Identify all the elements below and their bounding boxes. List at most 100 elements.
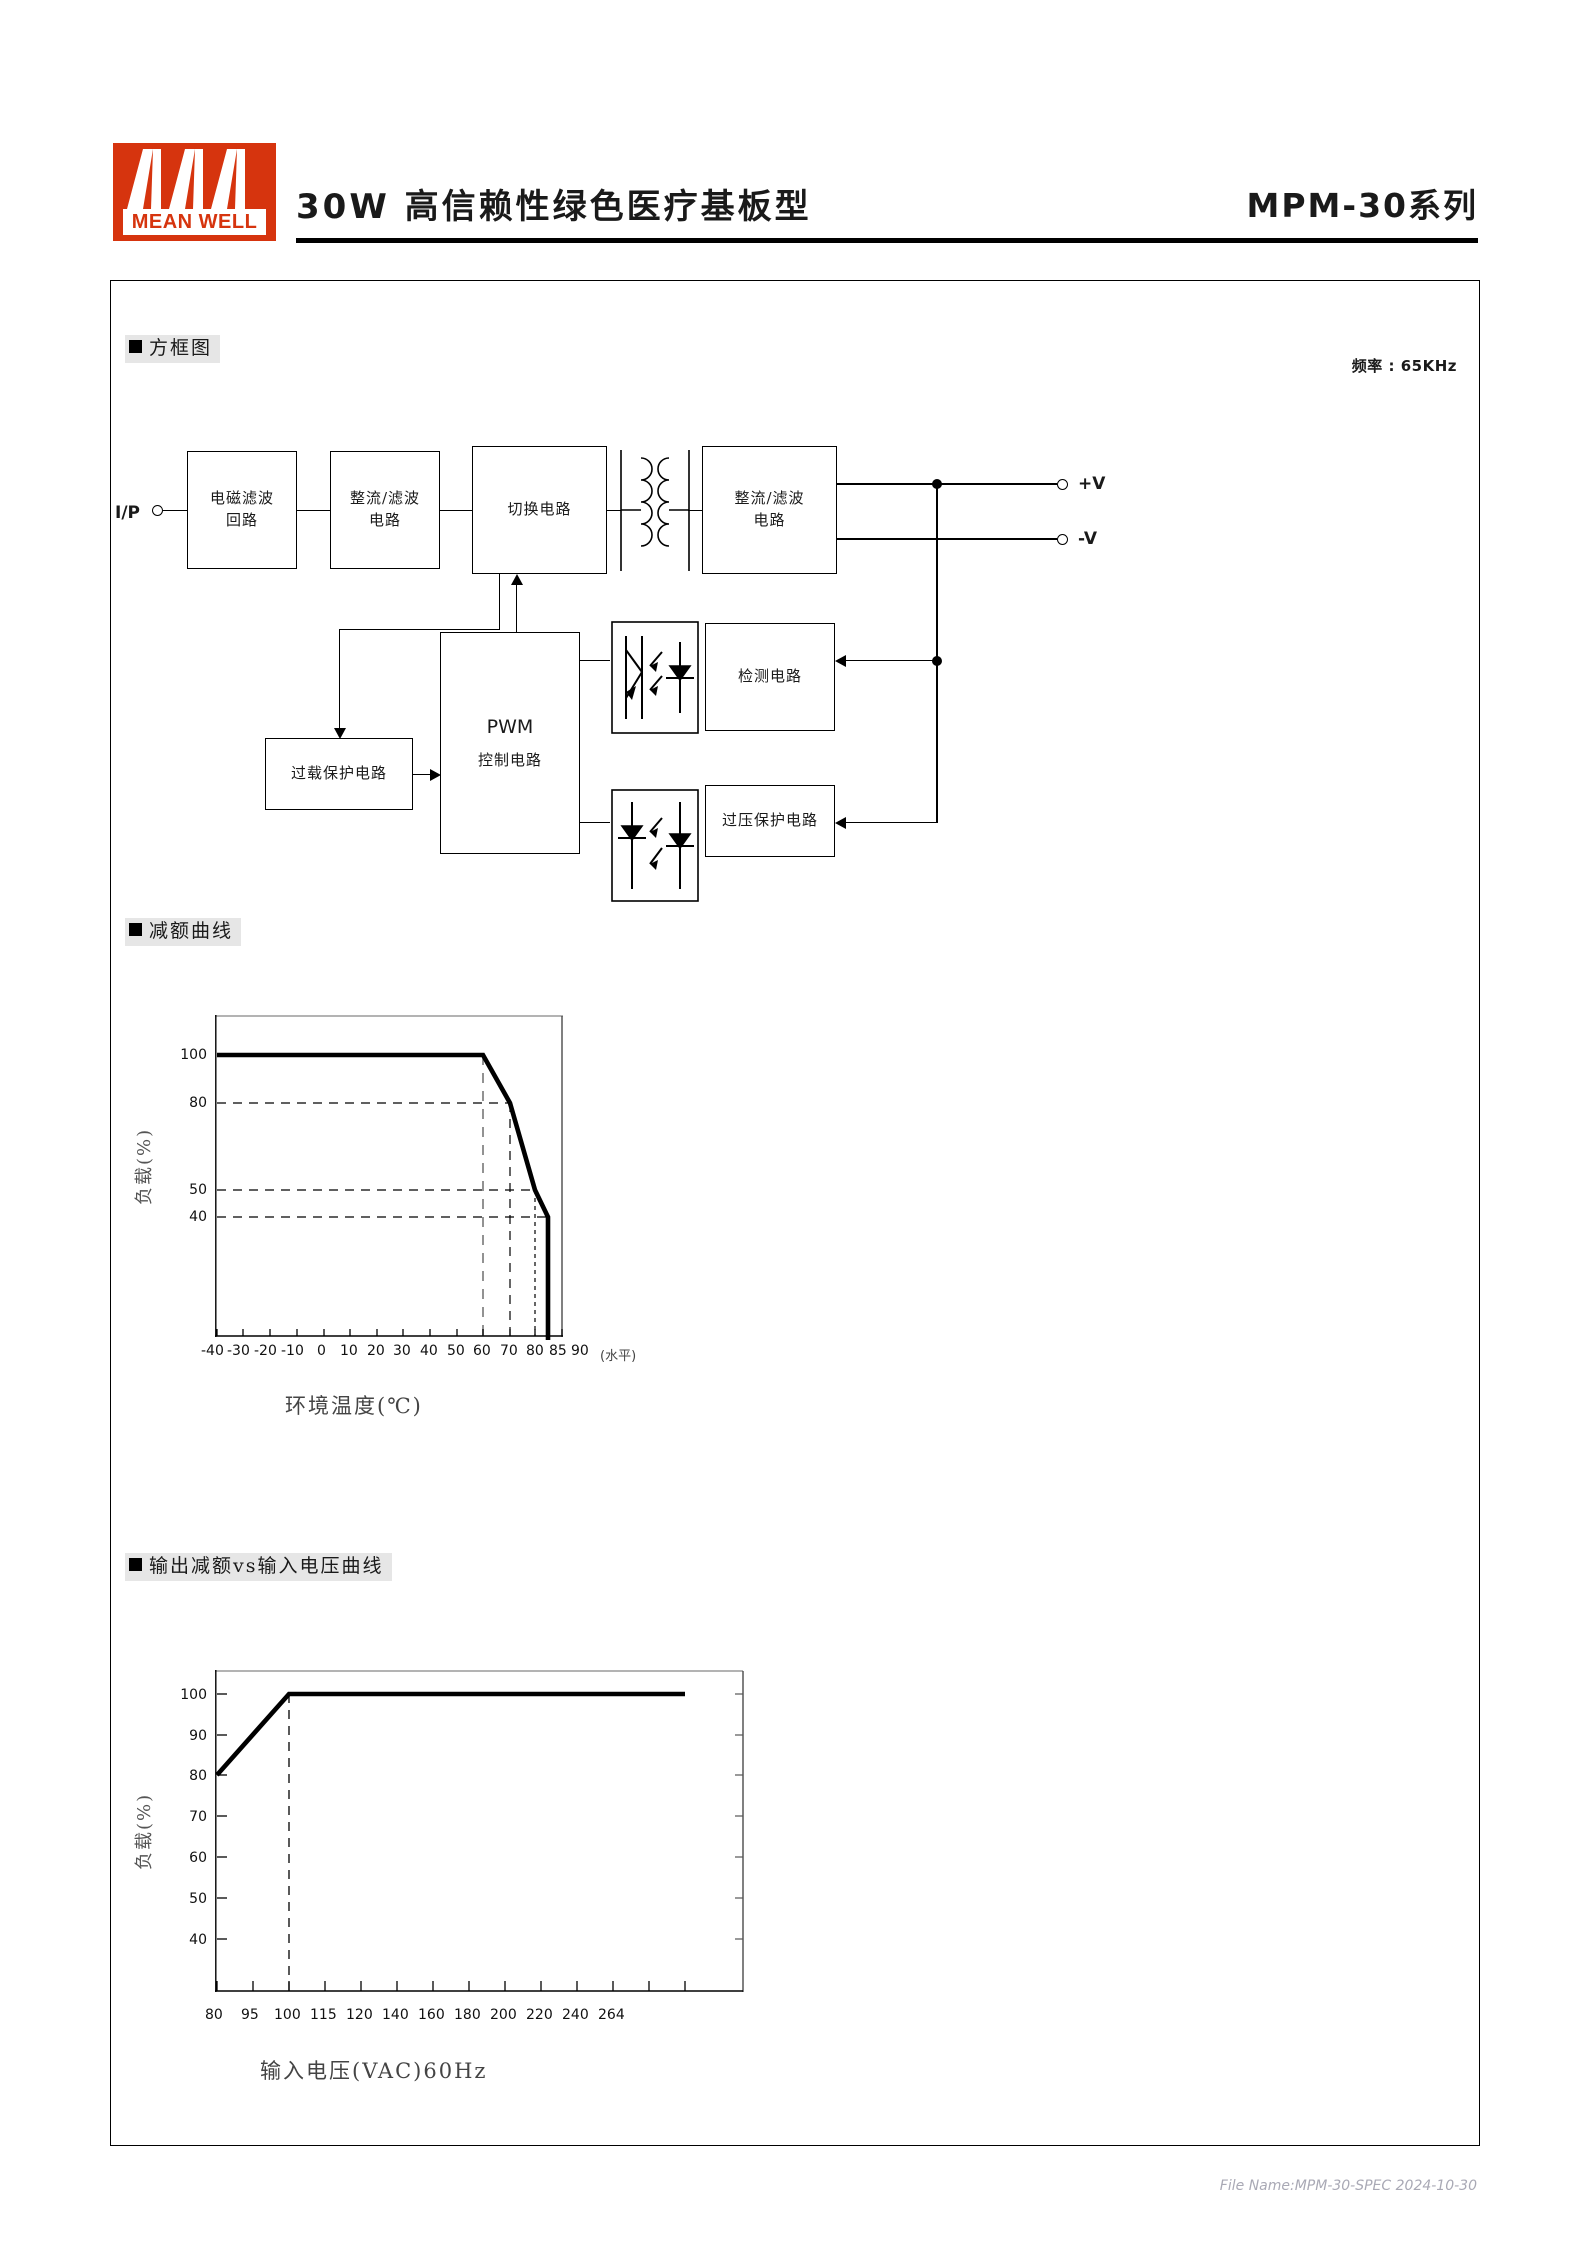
transformer-icon [620,450,690,571]
block-label-line2: 电路 [753,511,786,529]
wire-vout-to-detect [846,660,936,662]
wire-opto1-out-h [575,660,610,662]
x-axis-caption: 输入电压(VAC)60Hz [260,2059,488,2083]
x-tick-label: 264 [598,2007,625,2023]
block-ocp-circuit: 过载保护电路 [265,738,413,810]
x-tick-label: 20 [367,1343,385,1359]
output-label-positive: +V [1078,474,1106,494]
wire-negative-rail [837,538,1057,540]
wire-switch-sense-h [339,629,500,631]
y-tick-label: 100 [180,1687,207,1703]
x-tick-label: 95 [241,2007,259,2023]
block-emi-filter: 电磁滤波 回路 [187,451,297,569]
block-diagram: I/P 电磁滤波 回路 整流/滤波 电路 切换电路 整流/滤波 电路 +V [110,446,1478,902]
page-header: MEAN WELL 30W 高信赖性绿色医疗基板型 MPM-30系列 [113,143,1478,258]
block-switching-circuit: 切换电路 [472,446,607,574]
page-title: 30W 高信赖性绿色医疗基板型 [296,187,812,227]
x-tick-label: 50 [447,1343,465,1359]
wire-rect1-to-switch [440,510,472,512]
bullet-square-icon [129,1558,142,1571]
arrow-ocp-to-pwm [430,769,441,781]
y-tick-label: 80 [189,1095,207,1111]
x-tick-label: 40 [420,1343,438,1359]
block-pwm-control: PWM 控制电路 [440,632,580,854]
arrow-pwm-to-switch [511,574,523,585]
vin-derating-plot [215,1670,745,1992]
frequency-note: 频率 : 65KHz [1351,357,1457,375]
y-tick-label: 50 [189,1891,207,1907]
mw-monogram-icon [127,149,245,209]
section-heading-label: 方框图 [149,337,213,359]
wire-positive-rail [837,483,1057,485]
x-tick-label: 60 [473,1343,491,1359]
block-rectifier-filter-secondary: 整流/滤波 电路 [702,446,837,574]
y-tick-label: 50 [189,1182,207,1198]
axis-orientation-note: (水平) [600,1349,637,1364]
wire-switch-to-transformer [607,510,621,512]
block-label-line1: PWM [486,715,534,738]
content-frame-top [110,280,1480,1526]
input-label: I/P [115,503,140,523]
section-heading-derating-curve: 减额曲线 [125,918,242,946]
section-heading-block-diagram: 方框图 [125,335,221,363]
wire-ocp-to-pwm [413,774,433,776]
y-tick-label: 100 [180,1047,207,1063]
y-tick-label: 60 [189,1850,207,1866]
x-tick-label: 220 [526,2007,553,2023]
optocoupler-icon [611,621,699,734]
x-tick-label: 140 [382,2007,409,2023]
section-heading-vin-curve: 输出减额vs输入电压曲线 [125,1553,392,1581]
block-label-line1: 过载保护电路 [290,764,387,783]
block-label-line1: 检测电路 [737,667,802,686]
y-tick-label: 40 [189,1209,207,1225]
section-heading-label: 减额曲线 [149,920,234,942]
wire-vout-to-ovp [846,822,936,824]
optocoupler-icon [611,789,699,902]
vin-derating-chart: 100 90 80 70 60 50 40 80 95 100 115 120 … [134,1670,775,2083]
block-label-line1: 过压保护电路 [721,811,818,830]
wire-opto2-out-h [575,822,610,824]
wire-switch-sense-v1 [499,574,501,630]
block-label-line2: 回路 [225,511,258,529]
logo-wordmark: MEAN WELL [123,209,266,235]
block-label-line1: 整流/滤波 [734,489,805,508]
arrow-to-detect [835,655,846,667]
x-tick-label: 85 [549,1343,567,1359]
x-tick-label: 0 [317,1343,326,1359]
content-frame-bottom [110,1525,1480,2146]
output-terminal-negative [1057,534,1068,545]
y-tick-label: 90 [189,1728,207,1744]
x-tick-label: 80 [526,1343,544,1359]
derating-curve-plot [215,1015,565,1340]
block-label-line1: 整流/滤波 [349,489,421,508]
footer-file-name: File Name:MPM-30-SPEC 2024-10-30 [1219,2178,1477,2194]
x-tick-label: 100 [274,2007,301,2023]
block-label-line2: 控制电路 [477,751,542,770]
x-tick-label: 120 [346,2007,373,2023]
x-tick-label: -40 [201,1343,224,1359]
wire-input-to-emi [163,510,187,512]
y-tick-label: 40 [189,1932,207,1948]
input-terminal [152,505,163,516]
wire-transformer-to-rect2 [688,510,702,512]
wire-feedback-trunk [936,483,938,823]
bullet-square-icon [129,340,142,353]
block-detect-circuit: 检测电路 [705,623,835,731]
x-tick-label: 115 [310,2007,337,2023]
x-tick-label: 80 [205,2007,223,2023]
x-tick-label: 10 [340,1343,358,1359]
y-tick-label: 80 [189,1768,207,1784]
y-axis-label: 负载(%) [134,1127,155,1205]
x-tick-label: 240 [562,2007,589,2023]
header-divider [296,238,1478,243]
arrow-to-ovp [835,817,846,829]
series-title: MPM-30系列 [1246,186,1478,225]
x-tick-label: 70 [500,1343,518,1359]
x-axis-caption: 环境温度(℃) [285,1394,423,1418]
derating-curve-chart: 100 80 50 40 -40 -30 -20 -10 0 10 20 30 … [134,1015,780,1418]
x-tick-label: 180 [454,2007,481,2023]
x-tick-label: 200 [490,2007,517,2023]
x-tick-label: 90 [571,1343,589,1359]
block-label-line1: 电磁滤波 [209,489,274,508]
block-rectifier-filter-primary: 整流/滤波 电路 [330,451,440,569]
